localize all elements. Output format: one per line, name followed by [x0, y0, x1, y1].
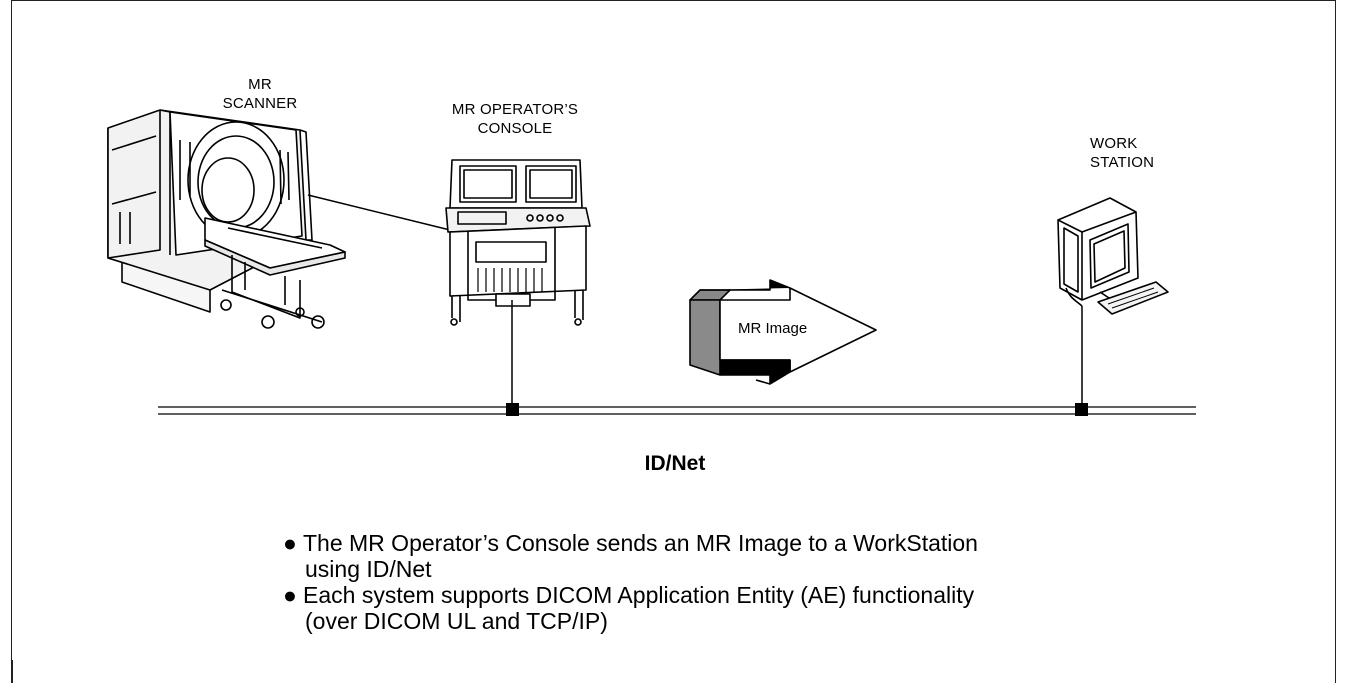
workstation-label-line1: WORK	[1090, 135, 1138, 152]
bullet-list: ● The MR Operator’s Console sends an MR …	[283, 530, 1283, 634]
console-label-line1: MR OPERATOR’S	[451, 101, 579, 118]
workstation-network-node	[1075, 403, 1088, 416]
workstation-icon	[1057, 197, 1169, 315]
workstation-label-line2: STATION	[1090, 154, 1155, 171]
mr-image-arrow-icon	[689, 279, 877, 385]
scanner-label-line1: MR	[248, 76, 272, 93]
scanner-console-cable	[307, 194, 451, 231]
bullet-line: The MR Operator’s Console sends an MR Im…	[303, 530, 978, 556]
mr-console-icon	[445, 159, 591, 326]
list-item: ● The MR Operator’s Console sends an MR …	[283, 530, 1283, 582]
figure-frame	[11, 0, 1336, 683]
network-label: ID/Net	[644, 452, 706, 475]
bullet-line: using ID/Net	[305, 556, 432, 582]
bullet-icon: ●	[283, 582, 297, 608]
bullet-icon: ●	[283, 530, 297, 556]
arrow-label: MR Image	[738, 320, 808, 337]
scanner-label-line2: SCANNER	[222, 95, 298, 112]
console-network-node	[506, 403, 519, 416]
list-item: ● Each system supports DICOM Application…	[283, 582, 1283, 634]
bullet-line: Each system supports DICOM Application E…	[303, 582, 975, 608]
scanner-label: MR SCANNER	[200, 75, 320, 113]
mr-scanner-icon	[107, 109, 346, 329]
id-net-bus	[158, 406, 1196, 415]
console-label-line2: CONSOLE	[477, 120, 553, 137]
workstation-label: WORK STATION	[1090, 134, 1210, 172]
frame-edge	[11, 660, 13, 683]
bullet-line: (over DICOM UL and TCP/IP)	[305, 608, 608, 634]
console-label: MR OPERATOR’S CONSOLE	[400, 100, 630, 138]
